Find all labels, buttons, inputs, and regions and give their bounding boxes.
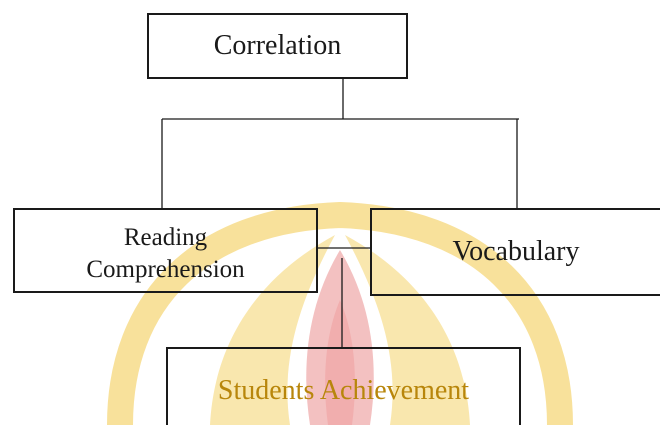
watermark-left-petal bbox=[210, 235, 335, 425]
watermark-right-petal bbox=[345, 235, 470, 425]
node-reading-comprehension: Reading Comprehension bbox=[13, 208, 318, 293]
watermark-logo bbox=[107, 201, 573, 425]
watermark-outer-ring bbox=[107, 201, 573, 425]
node-correlation-label: Correlation bbox=[213, 30, 342, 61]
node-reading-label-line1: Reading bbox=[123, 224, 208, 251]
watermark-inner-petal bbox=[325, 300, 355, 425]
node-correlation: Correlation bbox=[147, 13, 408, 79]
node-vocabulary-label: Vocabulary bbox=[452, 236, 580, 267]
node-vocabulary: Vocabulary bbox=[370, 208, 660, 296]
connector-lines bbox=[161, 79, 519, 347]
node-reading-label: Reading Comprehension bbox=[15, 222, 316, 286]
node-reading-label-line2: Comprehension bbox=[86, 256, 245, 283]
node-students-label: Students Achievement bbox=[217, 375, 470, 406]
node-students-achievement: Students Achievement bbox=[166, 347, 521, 425]
